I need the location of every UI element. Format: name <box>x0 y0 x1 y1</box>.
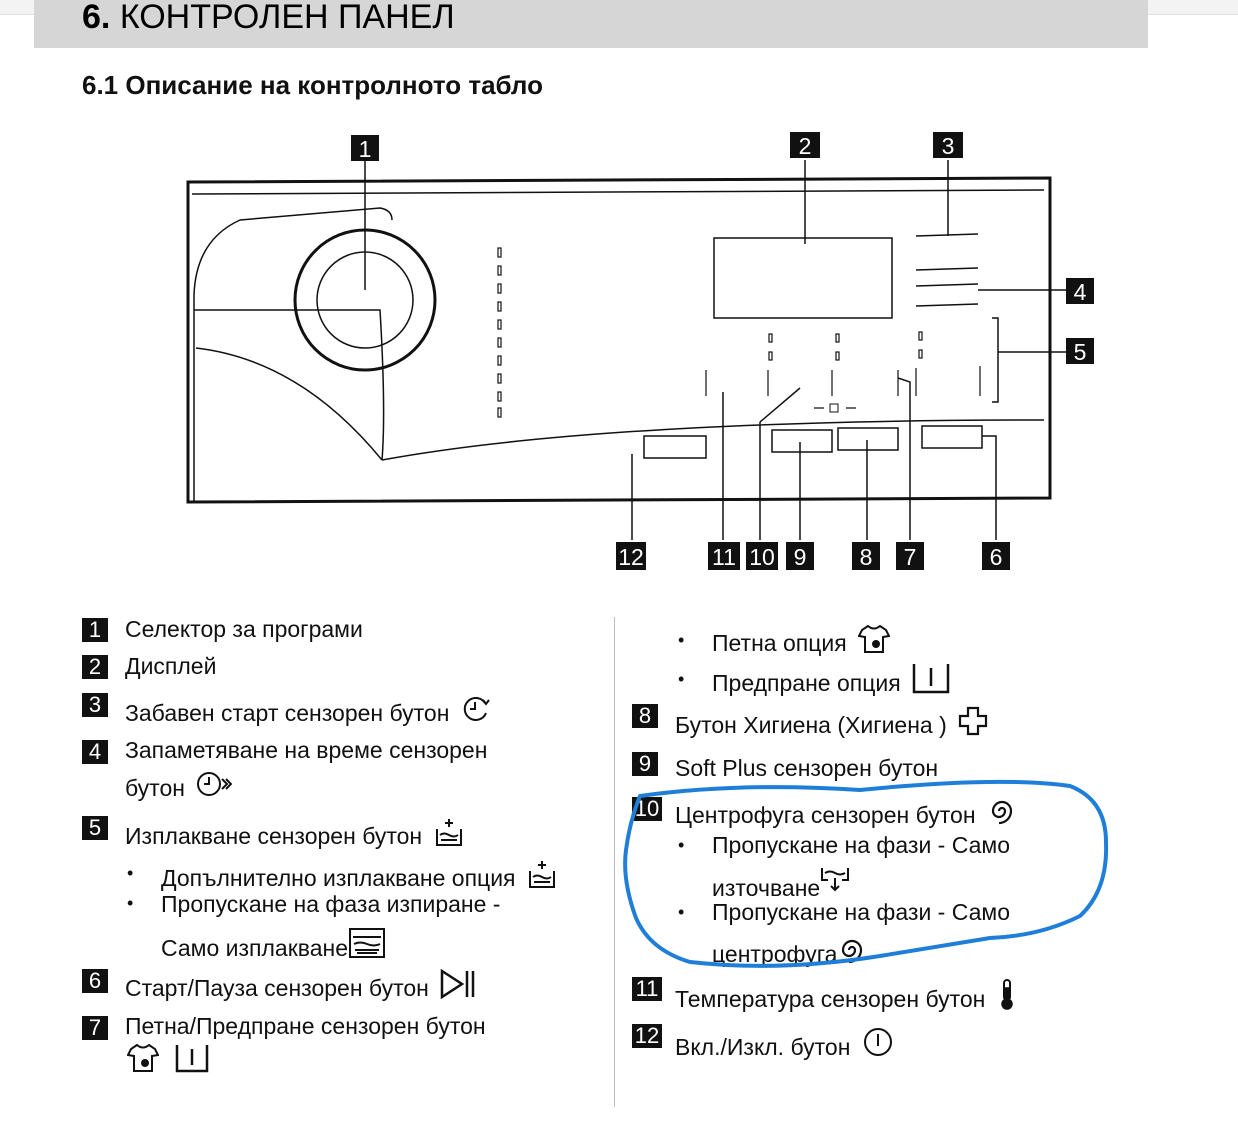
legend-bullet-rinse-only-line2: Само изплакване <box>161 927 386 963</box>
legend-item-rinse: Изплакване сензорен бутон <box>125 817 464 855</box>
power-icon <box>863 1028 892 1056</box>
legend-item-display: Дисплей <box>125 653 217 679</box>
bullet-dot: • <box>678 630 685 650</box>
legend-text: центрофуга <box>712 941 838 967</box>
rinse-icon <box>435 819 462 846</box>
legend-item-power: Вкл./Изкл. бутон <box>675 1026 894 1066</box>
bullet-dot: • <box>678 902 685 922</box>
legend-item-delay-start: Забавен старт сензорен бутон <box>125 694 491 732</box>
legend-text: Бутон Хигиена (Хигиена ) <box>675 712 947 738</box>
legend-item-start-pause: Старт/Пауза сензорен бутон <box>125 969 476 1007</box>
legend-text: Петна опция <box>712 630 847 656</box>
section-title: 6. КОНТРОЛЕН ПАНЕЛ <box>82 0 455 34</box>
legend-number: 6 <box>82 969 108 993</box>
section-title-text: КОНТРОЛЕН ПАНЕЛ <box>119 0 455 36</box>
stain-icon <box>127 1043 159 1072</box>
legend-number: 1 <box>82 618 108 642</box>
callout-label: 3 <box>942 133 955 159</box>
bullet-dot: • <box>678 669 685 689</box>
bullet-dot: • <box>127 893 134 913</box>
prewash-icon <box>176 1045 209 1073</box>
legend-number: 4 <box>82 740 108 764</box>
legend-item-time-save-line2: бутон <box>125 769 233 807</box>
time-save-icon <box>197 772 233 796</box>
legend-item-soft-plus: Soft Plus сензорен бутон <box>675 755 939 781</box>
subsection-title: 6.1 Описание на контролното табло <box>82 70 543 100</box>
callout-label: 4 <box>1074 279 1087 305</box>
callout-label: 11 <box>712 544 736 570</box>
legend-text: Предпране опция <box>712 670 901 696</box>
legend-number: 8 <box>632 704 658 728</box>
callout-label: 12 <box>618 544 644 570</box>
legend-number: 9 <box>632 752 658 776</box>
delay-start-icon <box>463 696 490 721</box>
section-number: 6. <box>82 0 111 36</box>
thermometer-icon <box>1001 979 1013 1010</box>
legend-item-stain-prewash: Петна/Предпране сензорен бутон <box>125 1013 486 1039</box>
legend-bullet-rinse-only-line1: Пропускане на фаза изпиране - <box>161 891 501 917</box>
legend-text: Температура сензорен бутон <box>675 986 986 1012</box>
legend-number: 10 <box>632 797 662 821</box>
hygiene-cross-icon <box>959 706 988 736</box>
legend-text: Центрофуга сензорен бутон <box>675 802 976 828</box>
legend-item-spin: Центрофуга сензорен бутон <box>675 796 1017 834</box>
legend-text: Старт/Пауза сензорен бутон <box>125 975 429 1001</box>
legend-text: Допълнително изплакване опция <box>161 865 516 891</box>
legend-number: 5 <box>82 816 108 840</box>
callout-label: 1 <box>359 136 372 162</box>
prewash-icon <box>912 664 950 694</box>
legend-item-temperature: Температура сензорен бутон <box>675 978 1017 1018</box>
legend-number: 3 <box>82 693 108 717</box>
column-divider <box>614 617 615 1107</box>
legend-item-time-save-line1: Запаметяване на време сензорен <box>125 737 488 763</box>
callout-label: 2 <box>799 133 812 159</box>
legend-text: Забавен старт сензорен бутон <box>125 700 450 726</box>
bullet-dot: • <box>127 863 134 883</box>
legend-bullet-drain-only-line1: Пропускане на фази - Само <box>712 832 1010 858</box>
callout-label: 8 <box>860 544 873 570</box>
callout-label: 10 <box>749 544 775 570</box>
legend-number: 12 <box>632 1024 662 1048</box>
legend-bullet-spin-only-line1: Пропускане на фази - Само <box>712 899 1010 925</box>
drain-icon <box>821 868 850 892</box>
callout-label: 7 <box>904 544 917 570</box>
legend-item-program-selector: Селектор за програми <box>125 616 363 642</box>
callout-label: 6 <box>990 544 1003 570</box>
legend-bullet-stain: Петна опция <box>712 624 891 658</box>
legend-bullet-extra-rinse: Допълнително изплакване опция <box>161 859 557 893</box>
legend-text: Вкл./Изкл. бутон <box>675 1034 851 1060</box>
legend-number: 11 <box>632 977 662 1001</box>
legend-bullet-spin-only-line2: центрофуга <box>712 935 867 969</box>
spin-icon <box>991 800 1013 825</box>
rinse-only-icon <box>349 928 386 958</box>
legend-text: Изплакване сензорен бутон <box>125 823 423 849</box>
legend-text: бутон <box>125 775 185 801</box>
legend-item-hygiene: Бутон Хигиена (Хигиена ) <box>675 706 988 744</box>
spin-icon <box>842 939 863 964</box>
legend-number: 7 <box>82 1016 108 1040</box>
legend-text: Само изплакване <box>161 935 349 961</box>
callout-label: 5 <box>1074 339 1087 365</box>
start-pause-icon <box>441 969 475 999</box>
stain-icon <box>858 624 891 653</box>
bullet-dot: • <box>678 835 685 855</box>
legend-bullet-prewash: Предпране опция <box>712 662 950 698</box>
callout-label: 9 <box>794 544 807 570</box>
rinse-plus-icon <box>528 861 555 888</box>
legend-number: 2 <box>82 655 108 679</box>
legend-item-stain-prewash-icons <box>125 1043 209 1081</box>
section-header-bar <box>34 0 1148 48</box>
control-panel-diagram: 1 2 3 4 5 6 7 8 9 10 11 12 <box>186 132 1094 570</box>
